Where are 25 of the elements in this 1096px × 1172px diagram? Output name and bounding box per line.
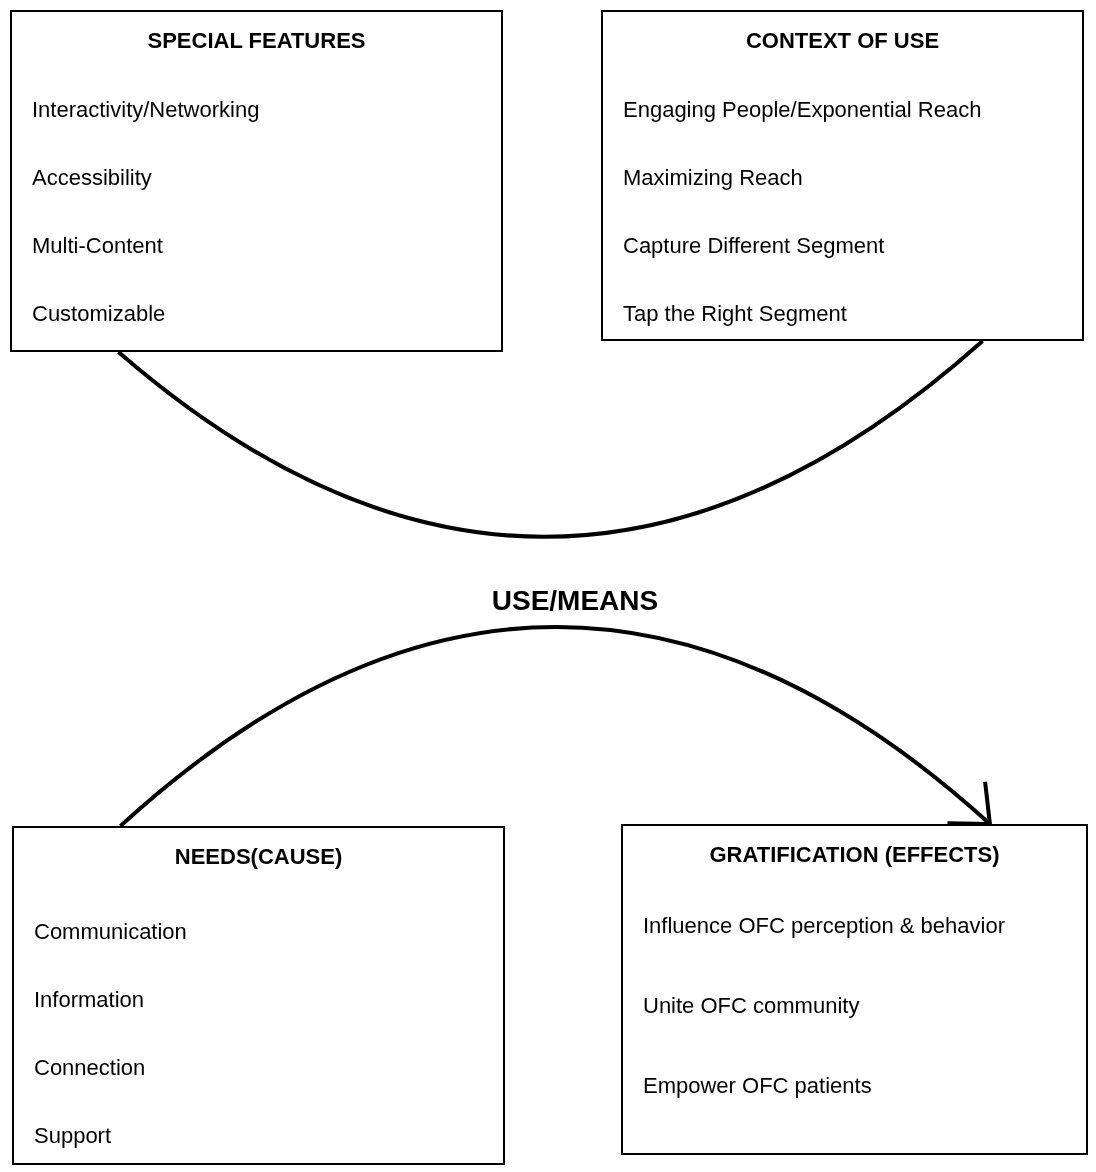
list-item: Connection [34,1054,147,1082]
text-box [621,824,1088,1155]
list-item: Multi-Content [32,232,164,260]
box-heading: CONTEXT OF USE [744,27,941,55]
list-item: Empower OFC patients [643,1072,873,1100]
list-item: Capture Different Segment [623,232,886,260]
list-item: Customizable [32,300,167,328]
list-item: Information [34,986,146,1014]
list-item: Engaging People/Exponential Reach [623,96,983,124]
text-box [12,826,505,1165]
list-item: Influence OFC perception & behavior [643,912,1006,940]
box-heading: NEEDS(CAUSE) [173,843,344,871]
center-label: USE/MEANS [490,584,660,618]
box-heading: GRATIFICATION (EFFECTS) [708,841,1001,869]
list-item: Accessibility [32,164,153,192]
text-box [10,10,503,352]
list-item: Communication [34,918,188,946]
list-item: Unite OFC community [643,992,861,1020]
text-box [601,10,1084,341]
box-heading: SPECIAL FEATURES [146,27,367,55]
list-item: Maximizing Reach [623,164,804,192]
curved-arrow [119,625,992,828]
list-item: Interactivity/Networking [32,96,261,124]
list-item: Support [34,1122,113,1150]
list-item: Tap the Right Segment [623,300,848,328]
